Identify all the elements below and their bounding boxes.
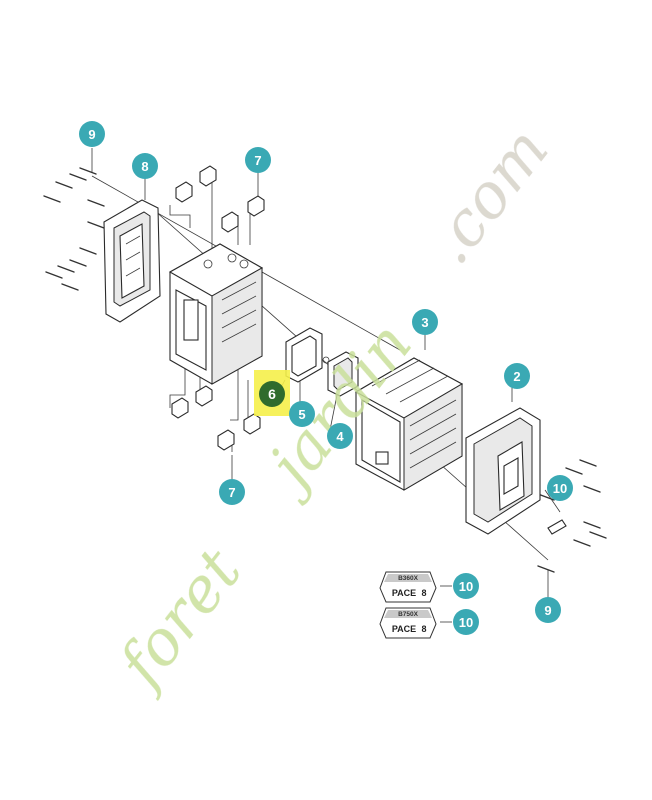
label-2-name: PACE	[392, 624, 416, 634]
label-1-name: PACE	[392, 588, 416, 598]
part-2-end-cap	[465, 407, 541, 535]
callout-5[interactable]: 5	[289, 401, 315, 427]
callout-9-bottom[interactable]: 9	[535, 597, 561, 623]
callout-10-label1-text: 10	[459, 579, 473, 594]
part-10-badge	[547, 519, 567, 535]
tab-clips	[171, 165, 265, 451]
callout-3-label: 3	[421, 315, 428, 330]
callout-7-top[interactable]: 7	[245, 147, 271, 173]
callout-8[interactable]: 8	[132, 153, 158, 179]
watermark-part3: .com	[412, 114, 562, 278]
label-2-model: B750X	[398, 611, 419, 618]
callout-4-label: 4	[336, 429, 344, 444]
callout-6-selected[interactable]: 6	[259, 381, 285, 407]
screws-right	[537, 459, 607, 573]
callout-10-label2-text: 10	[459, 615, 473, 630]
part-3-housing	[354, 357, 464, 491]
callout-10-label2[interactable]: 10	[453, 609, 479, 635]
callout-9-top-label: 9	[88, 127, 95, 142]
model-label-1: B360X PACE 8	[379, 571, 437, 603]
watermark: foret jardin .com	[102, 114, 563, 703]
callout-4[interactable]: 4	[327, 423, 353, 449]
callout-9-bottom-label: 9	[544, 603, 551, 618]
watermark-part1: foret	[102, 535, 255, 703]
callout-2-label: 2	[513, 369, 520, 384]
callout-10-side-label: 10	[553, 481, 567, 496]
battery-cell-core	[168, 243, 264, 385]
part-8-end-frame	[103, 199, 161, 323]
model-label-2: B750X PACE 8	[379, 607, 437, 639]
label-1-model: B360X	[398, 575, 419, 582]
label-1-glyph: 8	[421, 588, 426, 598]
callout-8-label: 8	[141, 159, 148, 174]
callout-7-bottom[interactable]: 7	[219, 479, 245, 505]
callout-2[interactable]: 2	[504, 363, 530, 389]
screws-left	[43, 167, 105, 291]
callout-5-label: 5	[298, 407, 305, 422]
label-2-glyph: 8	[421, 624, 426, 634]
callout-3[interactable]: 3	[412, 309, 438, 335]
callout-10-label1[interactable]: 10	[453, 573, 479, 599]
callout-7-top-label: 7	[254, 153, 261, 168]
callout-6-label: 6	[268, 386, 276, 402]
part-5-gasket	[285, 327, 323, 383]
part-4-contact-module	[322, 351, 359, 397]
callout-9-top[interactable]: 9	[79, 121, 105, 147]
callout-10-side[interactable]: 10	[547, 475, 573, 501]
callout-7-bottom-label: 7	[228, 485, 235, 500]
